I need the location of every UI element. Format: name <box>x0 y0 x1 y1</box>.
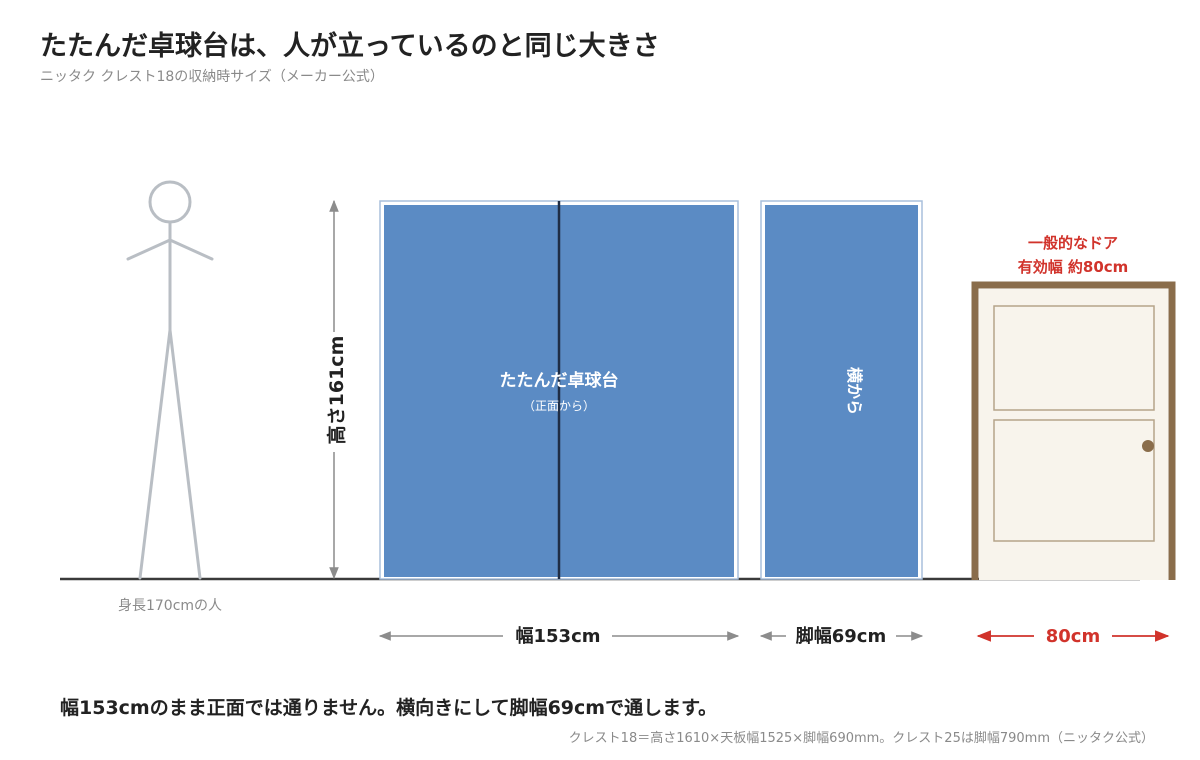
door-label-line2: 有効幅 約80cm <box>1018 258 1129 276</box>
table-side-view: 横から <box>760 200 923 580</box>
height-dimension-label: 高さ161cm <box>325 336 348 445</box>
person-label: 身長170cmの人 <box>118 598 222 614</box>
summary-text: 幅153cmのまま正面では通りません。横向きにして脚幅69cmで通します。 <box>60 697 718 719</box>
door-knob <box>1142 440 1154 452</box>
height-label-bg <box>322 332 346 452</box>
person-leg-left <box>138 328 172 580</box>
door-frame <box>971 281 1176 580</box>
door-panel-upper <box>993 305 1155 411</box>
page-subtitle: ニッタク クレスト18の収納時サイズ（メーカー公式） <box>40 69 384 85</box>
table-front-label: たたんだ卓球台 <box>500 370 619 391</box>
table-front-view: たたんだ卓球台 （正面から） <box>379 200 739 580</box>
side-width-dimension: 脚幅69cm <box>759 625 924 647</box>
person-leg-right <box>168 328 202 580</box>
door-label-line1: 一般的なドア <box>1028 234 1118 252</box>
door-width-label: 80cm <box>1046 626 1100 647</box>
table-side-label: 横から <box>845 367 864 415</box>
person-figure <box>126 180 214 580</box>
door-panel-lower <box>993 419 1155 542</box>
table-front-sublabel: （正面から） <box>523 399 595 413</box>
door-width-dimension: 80cm <box>976 626 1170 647</box>
page-title: たたんだ卓球台は、人が立っているのと同じ大きさ <box>40 31 660 62</box>
person-head <box>148 180 192 224</box>
door-leaf <box>979 289 1168 580</box>
person-arm-left <box>126 238 172 261</box>
table-side-panel <box>765 205 918 577</box>
front-width-label: 幅153cm <box>516 625 601 647</box>
side-width-label: 脚幅69cm <box>796 625 886 647</box>
footnote-text: クレスト18＝高さ1610×天板幅1525×脚幅690mm。クレスト25は脚幅7… <box>568 731 1154 746</box>
door-figure: 一般的なドア 有効幅 約80cm <box>971 234 1176 580</box>
person-arm-right <box>168 238 214 261</box>
front-width-dimension: 幅153cm <box>378 625 740 647</box>
